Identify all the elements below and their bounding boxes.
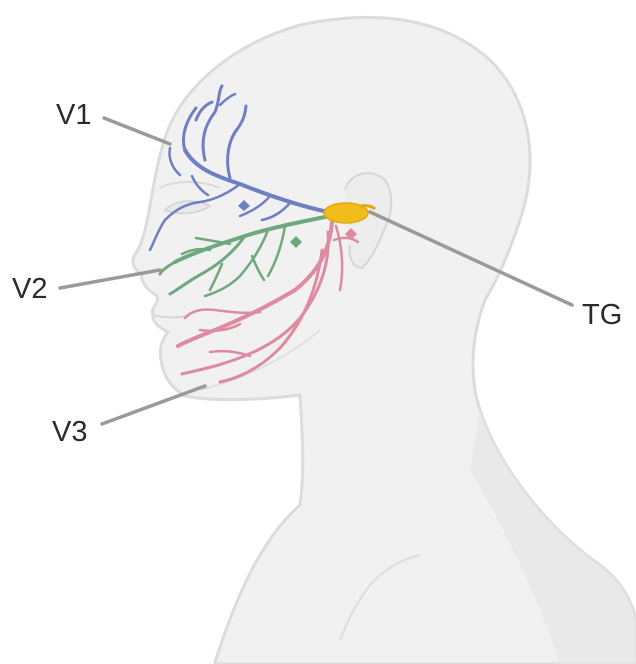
- v1-leader-line: [104, 118, 170, 144]
- head-silhouette: [133, 17, 636, 664]
- label-v1: V1: [56, 99, 91, 131]
- label-tg: TG: [582, 299, 622, 331]
- label-v3: V3: [52, 416, 87, 448]
- label-v2: V2: [12, 273, 47, 305]
- v3-leader-line: [102, 386, 205, 424]
